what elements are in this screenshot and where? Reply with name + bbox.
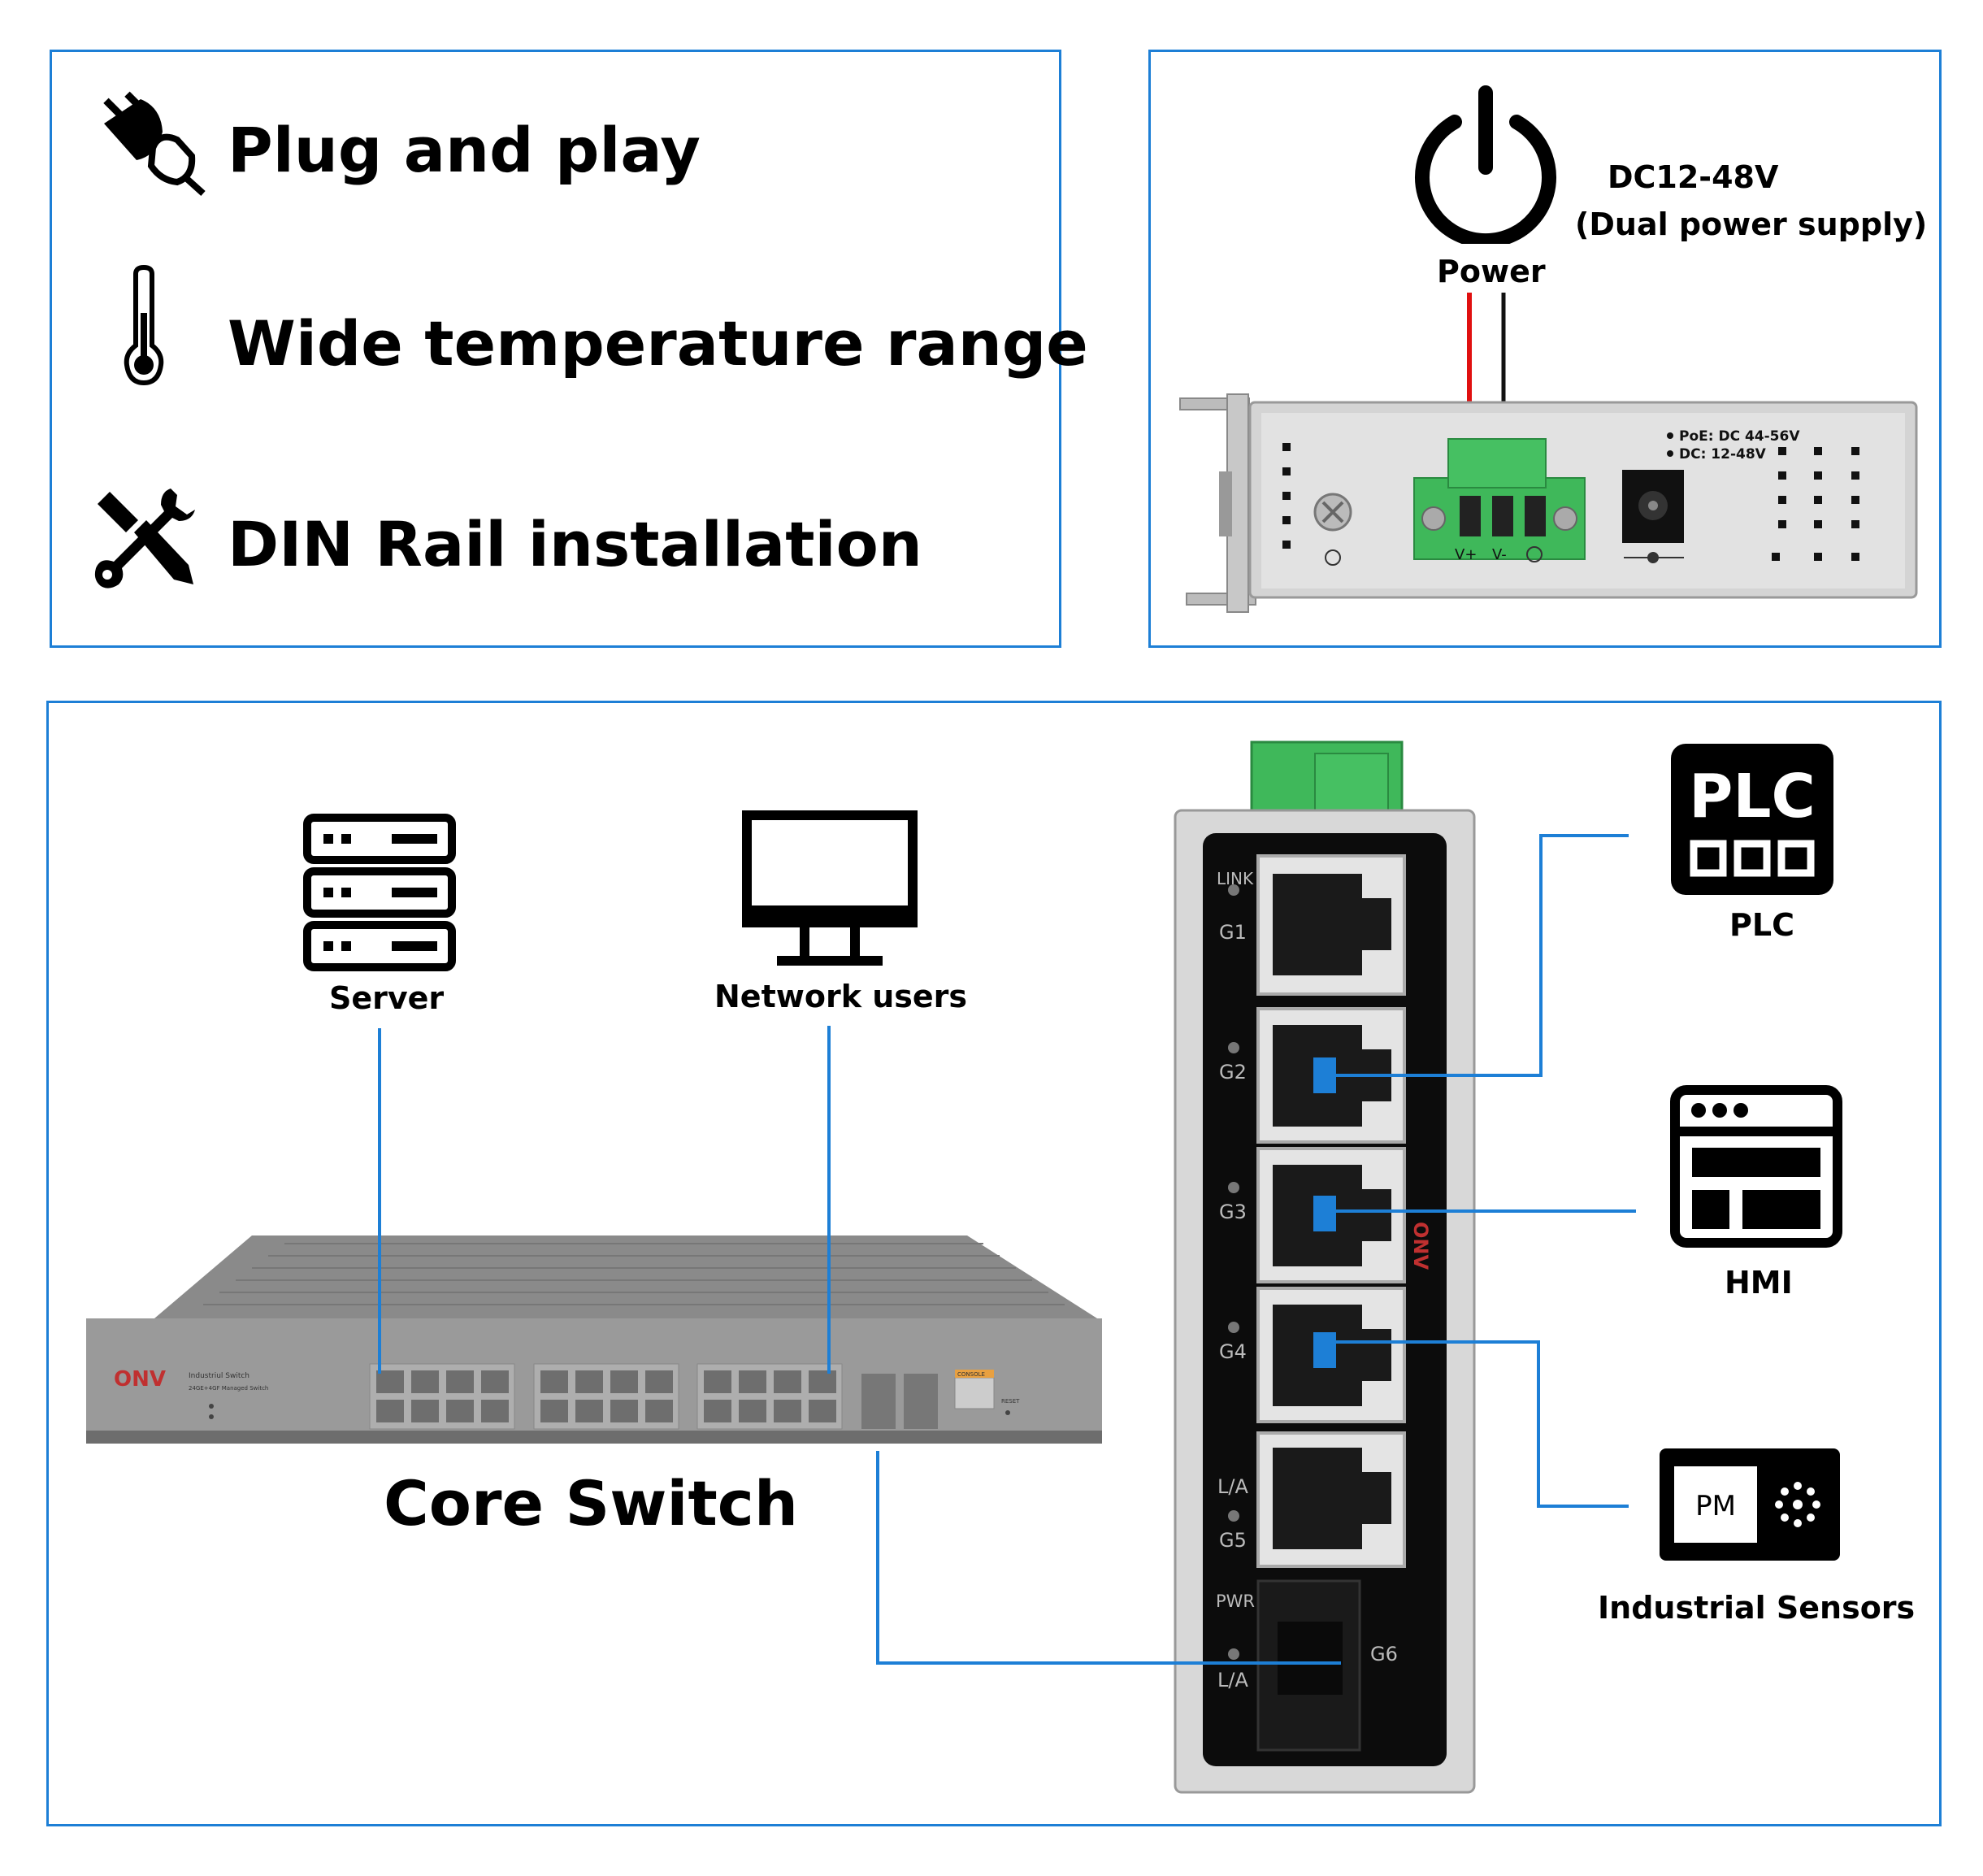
supply-note: (Dual power supply)	[1575, 206, 1928, 242]
terminal-vminus: V-	[1492, 546, 1507, 563]
feature-plug-and-play: Plug and play	[228, 114, 701, 186]
core-port	[610, 1400, 638, 1422]
line-g4-sensors	[1336, 1340, 1629, 1508]
port-la5: L/A	[1217, 1475, 1248, 1498]
port-link: LINK	[1217, 869, 1254, 888]
core-port	[704, 1400, 731, 1422]
plc-icon: PLC	[1671, 744, 1833, 895]
dc-spec: DC: 12-48V	[1679, 446, 1767, 462]
topology-panel	[46, 701, 1942, 1826]
plug-icon	[103, 91, 206, 196]
core-port	[575, 1370, 603, 1393]
plc-icon-text: PLC	[1689, 762, 1816, 832]
feature-din-rail: DIN Rail installation	[228, 508, 922, 580]
core-brand: ONV	[114, 1367, 166, 1392]
port-g3: G3	[1219, 1201, 1247, 1223]
core-console: CONSOLE	[957, 1371, 985, 1378]
power-icon	[1415, 85, 1556, 244]
power-panel	[1148, 50, 1942, 648]
port-g5: G5	[1219, 1529, 1247, 1552]
port-pwr: PWR	[1216, 1592, 1255, 1611]
core-sub: 24GE+4GF Managed Switch	[189, 1385, 268, 1392]
core-port	[809, 1370, 836, 1393]
core-port	[774, 1400, 801, 1422]
core-switch-photo: ONV Industriul Switch 24GE+4GF Managed S…	[86, 1235, 1102, 1444]
network-users-label: Network users	[714, 979, 967, 1014]
core-port	[809, 1400, 836, 1422]
server-icon	[303, 814, 456, 971]
core-port	[610, 1370, 638, 1393]
core-port	[739, 1370, 766, 1393]
core-port	[446, 1370, 474, 1393]
port-g4: G4	[1219, 1340, 1247, 1363]
feature-wide-temperature: Wide temperature range	[228, 307, 1088, 380]
port-g1: G1	[1219, 921, 1247, 944]
port-g6: G6	[1370, 1643, 1398, 1665]
terminal-vplus: V+	[1455, 546, 1477, 563]
core-port	[645, 1370, 673, 1393]
core-port	[645, 1400, 673, 1422]
tools-icon	[94, 489, 195, 588]
port-g2: G2	[1219, 1061, 1247, 1083]
core-port	[540, 1400, 568, 1422]
features-panel	[50, 50, 1061, 648]
line-core-g6	[876, 1451, 1341, 1665]
core-port	[575, 1400, 603, 1422]
core-port	[411, 1400, 439, 1422]
plc-label: PLC	[1729, 907, 1794, 943]
hmi-icon	[1670, 1085, 1842, 1248]
server-label: Server	[329, 980, 445, 1016]
line-g2-plc	[1336, 834, 1629, 1077]
poe-spec: PoE: DC 44-56V	[1679, 428, 1800, 445]
core-reset: RESET	[1001, 1398, 1020, 1405]
core-port	[411, 1370, 439, 1393]
core-port	[774, 1370, 801, 1393]
power-label: Power	[1437, 254, 1546, 289]
core-port	[376, 1370, 404, 1393]
sensor-icon-text: PM	[1695, 1490, 1736, 1522]
core-port	[446, 1400, 474, 1422]
sensor-icon: PM	[1660, 1448, 1840, 1561]
voltage-label: DC12-48V	[1608, 159, 1779, 195]
power-connector-photo: V+ V- PoE: DC 44-56V DC: 12-48V	[1179, 293, 1918, 613]
thermometer-icon	[124, 264, 164, 386]
core-port	[704, 1370, 731, 1393]
hmi-label: HMI	[1725, 1265, 1793, 1301]
core-switch-label: Core Switch	[384, 1467, 798, 1539]
monitor-icon	[742, 810, 918, 966]
port-la6: L/A	[1217, 1669, 1248, 1691]
switch-brand: ONV	[1409, 1222, 1432, 1270]
sensors-label: Industrial Sensors	[1598, 1590, 1916, 1626]
core-model: Industriul Switch	[189, 1372, 250, 1380]
din-switch-photo: LINK G1 G2 G3 G4 L/A G5 PWR L/A G6 ONV	[1174, 740, 1476, 1794]
core-port	[481, 1370, 509, 1393]
core-port	[481, 1400, 509, 1422]
core-port	[739, 1400, 766, 1422]
core-port	[540, 1370, 568, 1393]
core-port	[376, 1400, 404, 1422]
